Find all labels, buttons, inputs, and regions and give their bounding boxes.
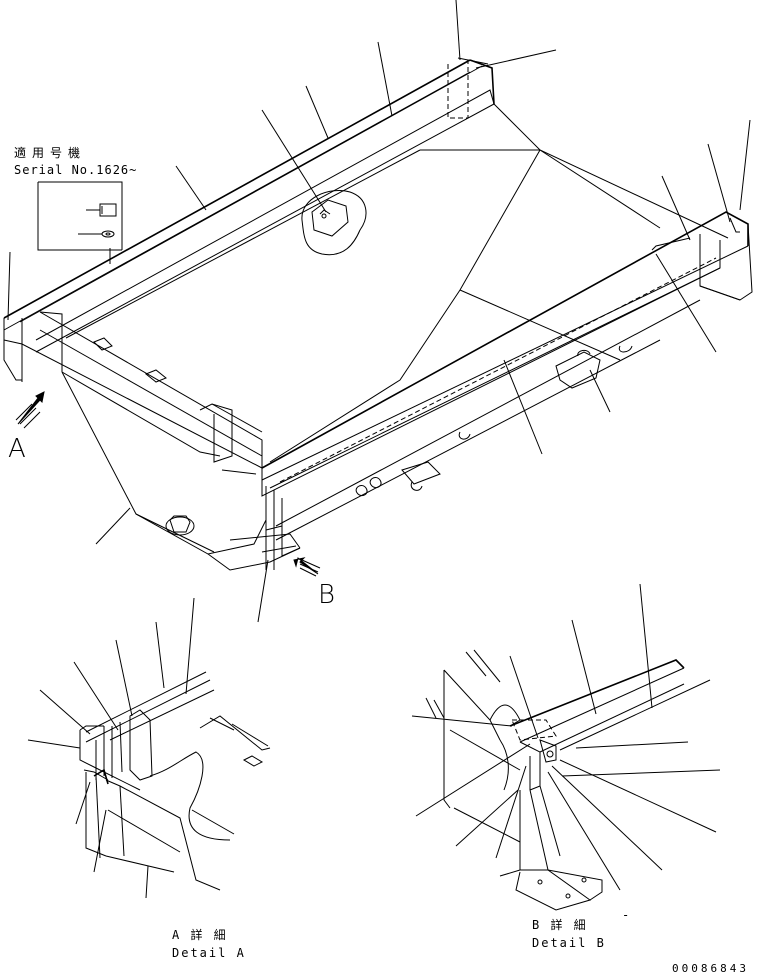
- detail-a-drawing: [27, 597, 271, 899]
- detail-b-title-jp: B 詳 細: [532, 918, 588, 932]
- detail-b-drawing: [411, 583, 721, 911]
- view-label-a: A: [8, 434, 26, 464]
- detail-a-title-en: Detail A: [172, 946, 246, 960]
- detail-a-title-jp: A 詳 細: [172, 928, 228, 942]
- view-arrow-b: [293, 557, 321, 577]
- detail-b-title-en: Detail B: [532, 936, 606, 950]
- leader-lines-main: [7, 0, 751, 623]
- stray-mark: -: [622, 908, 632, 922]
- view-label-b: B: [318, 580, 336, 610]
- serial-note-box: [37, 181, 123, 264]
- dump-body-main: [3, 57, 753, 571]
- view-arrow-a: [15, 391, 45, 429]
- drawing-number: 00086843: [672, 962, 749, 975]
- serial-note-jp: 適用号機: [14, 146, 87, 160]
- serial-note-en: Serial No.1626~: [14, 163, 138, 177]
